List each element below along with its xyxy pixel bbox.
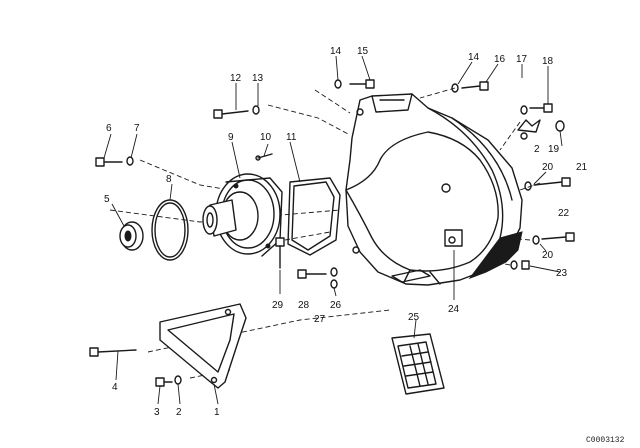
callout-8: 8 <box>166 174 172 185</box>
callout-22: 22 <box>558 208 570 219</box>
callout-15: 15 <box>357 46 369 57</box>
diagram-code: C0003132 <box>586 436 625 445</box>
o-ring <box>151 199 189 261</box>
bell-housing <box>345 93 528 286</box>
callout-18: 18 <box>542 56 554 67</box>
callout-28: 28 <box>298 300 310 311</box>
callout-21: 21 <box>576 162 588 173</box>
callout-20: 20 <box>542 162 554 173</box>
bearing-cover <box>202 173 283 257</box>
callout-2-right: 2 <box>534 144 540 155</box>
inspection-plate <box>391 333 445 395</box>
callout-24: 24 <box>448 304 460 315</box>
callout-1: 1 <box>214 407 220 418</box>
callout-13: 13 <box>252 73 264 84</box>
callout-17: 17 <box>516 54 528 65</box>
dust-cover <box>159 303 247 389</box>
callout-labels: 1 2 2 3 4 5 6 7 8 9 10 11 12 13 14 14 15… <box>104 46 625 445</box>
callout-14: 14 <box>330 46 342 57</box>
callout-29: 29 <box>272 300 284 311</box>
callout-26: 26 <box>330 300 342 311</box>
callout-6: 6 <box>106 123 112 134</box>
shaft-seal <box>119 221 144 251</box>
callout-11: 11 <box>286 132 297 143</box>
callout-19: 19 <box>548 144 560 155</box>
callout-4: 4 <box>112 382 118 393</box>
callout-7: 7 <box>134 123 140 134</box>
callout-20-lower: 20 <box>542 250 554 261</box>
callout-2: 2 <box>176 407 182 418</box>
callout-16: 16 <box>494 54 506 65</box>
callout-3: 3 <box>154 407 160 418</box>
fasteners <box>89 79 575 387</box>
callout-9: 9 <box>228 132 234 143</box>
callout-25: 25 <box>408 312 420 323</box>
gasket <box>287 177 341 256</box>
callout-12: 12 <box>230 73 242 84</box>
leader-lines <box>103 55 563 405</box>
callout-10: 10 <box>260 132 272 143</box>
callout-5: 5 <box>104 194 110 205</box>
callout-27: 27 <box>314 314 326 325</box>
callout-23: 23 <box>556 268 568 279</box>
callout-14-right: 14 <box>468 52 480 63</box>
